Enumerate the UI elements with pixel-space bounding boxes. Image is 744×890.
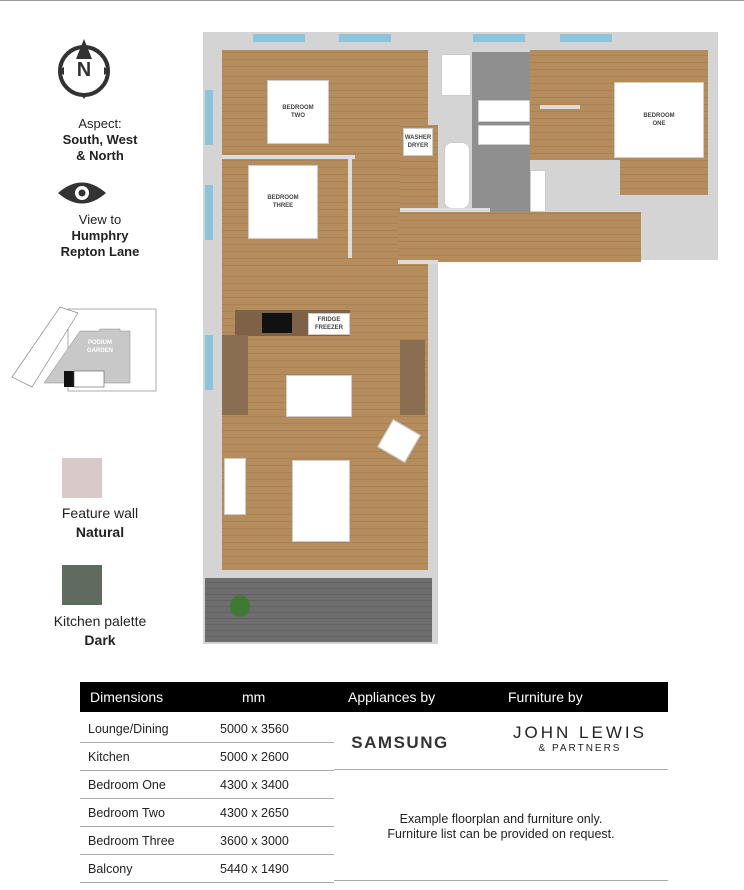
table-row: Bedroom One 4300 x 3400 bbox=[80, 770, 334, 799]
eye-icon bbox=[57, 180, 107, 211]
kitchen-palette-block: Kitchen palette Dark bbox=[0, 612, 200, 650]
swatch-value: Dark bbox=[84, 632, 116, 648]
aspect-value-1: South, West bbox=[62, 132, 138, 147]
swatch-value: Natural bbox=[75, 524, 125, 540]
table-header: Dimensions mm Appliances by Furniture by bbox=[80, 682, 668, 712]
swatch-label: Feature wall bbox=[61, 505, 139, 521]
room-name: Bedroom Three bbox=[88, 834, 175, 848]
table-row: Balcony 5440 x 1490 bbox=[80, 854, 334, 883]
header-appliances: Appliances by bbox=[348, 689, 436, 705]
table-row: Bedroom Two 4300 x 2650 bbox=[80, 798, 334, 827]
compass-letter: N bbox=[76, 59, 92, 81]
kitchen-palette-swatch bbox=[62, 565, 102, 605]
north-compass-icon: N bbox=[52, 37, 116, 101]
room-dimensions: 5440 x 1490 bbox=[220, 862, 289, 876]
view-label: View to bbox=[78, 212, 122, 227]
header-mm: mm bbox=[242, 689, 266, 705]
room-name: Bedroom One bbox=[88, 778, 166, 792]
view-value-2: Repton Lane bbox=[60, 244, 140, 259]
table-row: Lounge/Dining 5000 x 3560 bbox=[80, 714, 334, 743]
room-name: Balcony bbox=[88, 862, 133, 876]
top-divider bbox=[0, 0, 744, 1]
hob bbox=[262, 313, 292, 333]
room-dimensions: 5000 x 2600 bbox=[220, 750, 289, 764]
disclaimer: Example floorplan and furniture only.Fur… bbox=[387, 812, 615, 841]
aspect-label: Aspect: bbox=[78, 116, 122, 131]
feature-wall-block: Feature wall Natural bbox=[0, 504, 200, 542]
aspect-value-2: & North bbox=[76, 148, 124, 163]
room-name: Kitchen bbox=[88, 750, 130, 764]
room-dimensions: 3600 x 3000 bbox=[220, 834, 289, 848]
room-dimensions: 5000 x 3560 bbox=[220, 722, 289, 736]
samsung-logo: SAMSUNG bbox=[351, 733, 449, 752]
room-dimensions: 4300 x 2650 bbox=[220, 806, 289, 820]
header-furniture: Furniture by bbox=[508, 689, 583, 705]
table-row: Bedroom Three 3600 x 3000 bbox=[80, 826, 334, 855]
view-value-1: Humphry bbox=[71, 228, 129, 243]
plant bbox=[230, 595, 250, 617]
feature-wall-swatch bbox=[62, 458, 102, 498]
header-dimensions: Dimensions bbox=[90, 689, 164, 705]
view-block: View to Humphry Repton Lane bbox=[0, 212, 200, 260]
aspect-block: Aspect: South, West & North bbox=[0, 116, 200, 164]
john-lewis-logo: JOHN LEWIS & PARTNERS bbox=[513, 723, 647, 754]
room-name: Bedroom Two bbox=[88, 806, 165, 820]
room-dimensions: 4300 x 3400 bbox=[220, 778, 289, 792]
table-row: Kitchen 5000 x 2600 bbox=[80, 742, 334, 771]
room-name: Lounge/Dining bbox=[88, 722, 169, 736]
swatch-label: Kitchen palette bbox=[53, 613, 147, 629]
